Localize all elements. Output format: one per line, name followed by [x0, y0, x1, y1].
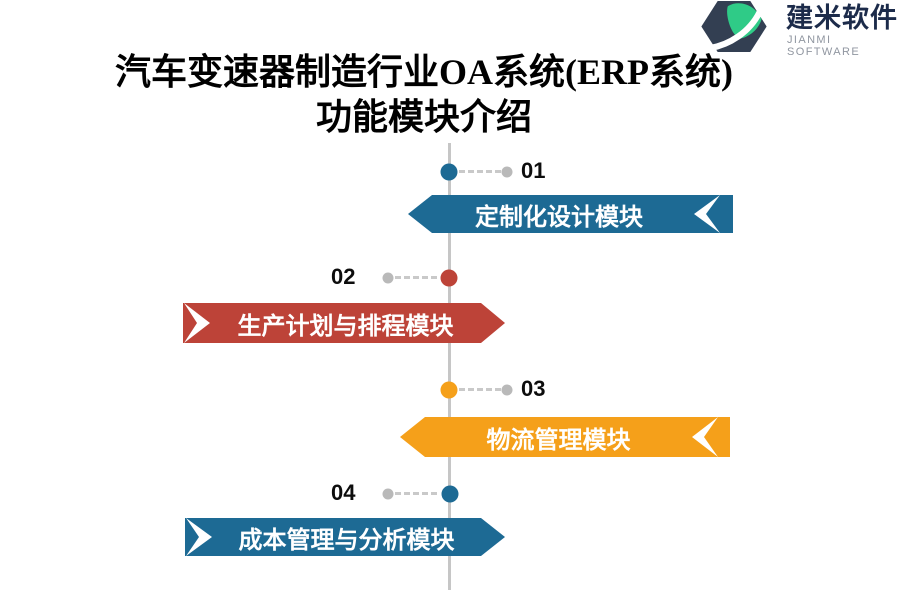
- end-dot-circle: [501, 166, 513, 178]
- end-dot-circle: [501, 384, 513, 396]
- item-number: 03: [521, 376, 546, 401]
- logo-swoosh: [709, 10, 763, 51]
- module-banner: [400, 417, 730, 457]
- logo-mark: [701, 1, 767, 52]
- module-label: 成本管理与分析模块: [238, 527, 455, 554]
- timeline-node-dot: [440, 163, 458, 181]
- connector-end-dot: [501, 166, 513, 178]
- timeline-node-dot: [440, 381, 458, 399]
- node-circle: [440, 163, 458, 181]
- node-circle: [440, 269, 458, 287]
- timeline-axis: [448, 143, 451, 590]
- end-dot-circle: [382, 272, 394, 284]
- banner-fold-chevron-icon: [694, 195, 720, 233]
- connector-dash: [395, 276, 437, 279]
- company-logo: [701, 1, 767, 52]
- connector-end-dot: [501, 384, 513, 396]
- banner-ribbon-shape: [183, 303, 505, 343]
- timeline-node-dot: [440, 269, 458, 287]
- connector-dash: [395, 492, 437, 495]
- company-name: 建米软件: [786, 3, 898, 33]
- banner-fold-chevron-icon: [184, 303, 210, 343]
- item-number: 01: [521, 158, 546, 183]
- company-subtitle: JIANMI SOFTWARE: [787, 34, 861, 58]
- title-line-1: 汽车变速器制造行业OA系统(ERP系统): [115, 52, 733, 92]
- node-circle: [441, 485, 459, 503]
- item-number: 04: [331, 480, 356, 505]
- banner-ribbon-shape: [185, 518, 505, 556]
- logo-leaf-icon: [727, 3, 762, 39]
- connector-dash: [459, 170, 501, 173]
- connector-end-dot: [382, 272, 394, 284]
- module-banner: [183, 303, 505, 343]
- timeline-node-dot: [441, 485, 459, 503]
- module-banner: [408, 195, 733, 233]
- title-line-2: 功能模块介绍: [315, 97, 532, 137]
- end-dot-circle: [382, 488, 394, 500]
- item-number: 02: [331, 264, 356, 289]
- banner-ribbon-shape: [400, 417, 730, 457]
- banner-ribbon-shape: [408, 195, 733, 233]
- banner-fold-chevron-icon: [692, 417, 718, 457]
- node-circle: [440, 381, 458, 399]
- module-label: 物流管理模块: [486, 427, 631, 454]
- module-label: 定制化设计模块: [475, 204, 643, 231]
- page-title: 汽车变速器制造行业OA系统(ERP系统) 功能模块介绍: [0, 50, 848, 140]
- connector-end-dot: [382, 488, 394, 500]
- module-label: 生产计划与排程模块: [237, 313, 454, 340]
- connector-dash: [459, 388, 501, 391]
- module-banner: [185, 518, 505, 556]
- banner-fold-chevron-icon: [186, 518, 212, 556]
